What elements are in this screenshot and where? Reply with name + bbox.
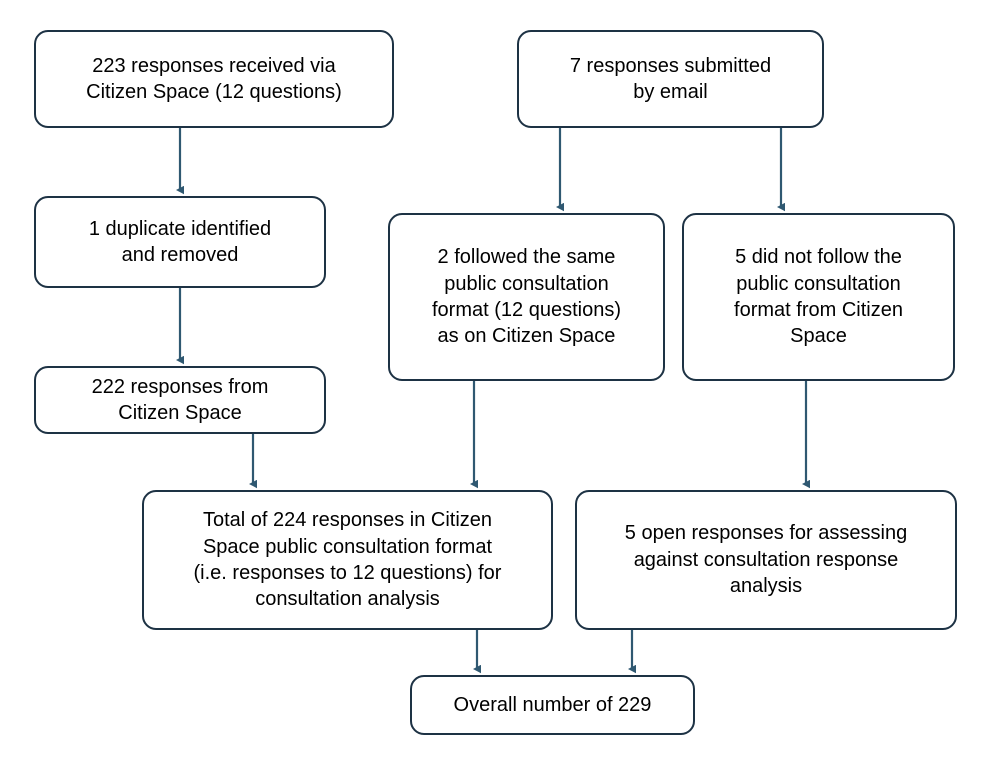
node-label-open-responses: 5 open responses for assessing against c… [624,522,908,598]
node-label-overall-number: Overall number of 229 [453,693,652,716]
node-label-consultation-analysis-total: Total of 224 responses in Citizen Space … [193,509,502,611]
node-label-different-format: 5 did not follow the public consultation… [734,246,903,348]
node-label-citizen-space-responses: 223 responses received via Citizen Space… [86,54,342,103]
node-duplicate-removed: 1 duplicate identified and removed [34,196,326,288]
node-same-format: 2 followed the same public consultation … [388,213,665,381]
node-label-email-responses: 7 responses submitted by email [569,54,772,103]
node-label-citizen-space-total: 222 responses from Citizen Space [91,375,269,424]
node-label-duplicate-removed: 1 duplicate identified and removed [88,217,272,266]
node-citizen-space-total: 222 responses from Citizen Space [34,366,326,434]
node-citizen-space-responses: 223 responses received via Citizen Space… [34,30,394,128]
node-consultation-analysis-total: Total of 224 responses in Citizen Space … [142,490,553,630]
node-email-responses: 7 responses submitted by email [517,30,824,128]
node-label-same-format: 2 followed the same public consultation … [432,246,621,348]
node-open-responses: 5 open responses for assessing against c… [575,490,957,630]
node-different-format: 5 did not follow the public consultation… [682,213,955,381]
node-overall-number: Overall number of 229 [410,675,695,735]
